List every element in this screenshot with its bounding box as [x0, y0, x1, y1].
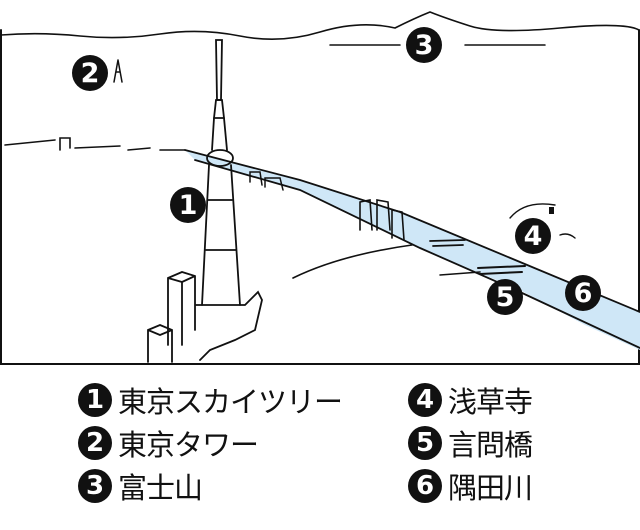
legend-item: 2 東京タワー: [78, 423, 259, 463]
frame-border: [0, 29, 640, 365]
skyscraper-small: [147, 324, 173, 363]
bridge-2: [429, 239, 466, 247]
left-horizon: [4, 137, 186, 151]
legend-item: 5 言問橋: [408, 423, 533, 463]
bridge-kototoi: [477, 265, 526, 275]
legend-item: 6 隅田川: [408, 466, 533, 506]
legend-label: 東京タワー: [118, 428, 259, 462]
marker-tokyo-tower: 2: [72, 55, 108, 91]
legend-label: 富士山: [118, 471, 203, 505]
marker-mt-fuji: 3: [406, 27, 442, 63]
legend-item: 4 浅草寺: [408, 380, 533, 420]
legend-label: 浅草寺: [448, 385, 533, 419]
marker-sumida-river: 6: [565, 275, 601, 311]
river-sumida: [185, 150, 640, 350]
legend-number: 4: [408, 383, 442, 417]
legend-label: 東京スカイツリー: [118, 385, 343, 419]
river-banks: [184, 149, 640, 349]
sensoji-hill: [509, 203, 576, 239]
buildings-far: [249, 171, 284, 191]
sensoji-icon: [549, 207, 554, 214]
legend-item: 3 富士山: [78, 466, 203, 506]
legend-label: 言問橋: [448, 428, 533, 462]
legend-number: 3: [78, 469, 112, 503]
legend-item: 1 東京スカイツリー: [78, 380, 343, 420]
legend-number: 5: [408, 426, 442, 460]
ground-lines: [292, 244, 481, 279]
skyscraper-front: [167, 271, 196, 346]
legend-number: 2: [78, 426, 112, 460]
marker-skytree: 1: [170, 187, 206, 223]
legend-number: 1: [78, 383, 112, 417]
buildings-mid: [359, 199, 405, 241]
skytree-tower: [195, 39, 263, 361]
horizon-mountain-line: [0, 11, 640, 40]
tokyo-tower-icon: [113, 59, 123, 83]
marker-kototoi-bridge: 5: [487, 279, 523, 315]
legend-number: 6: [408, 469, 442, 503]
legend-label: 隅田川: [448, 471, 533, 505]
marker-sensoji: 4: [515, 218, 551, 254]
